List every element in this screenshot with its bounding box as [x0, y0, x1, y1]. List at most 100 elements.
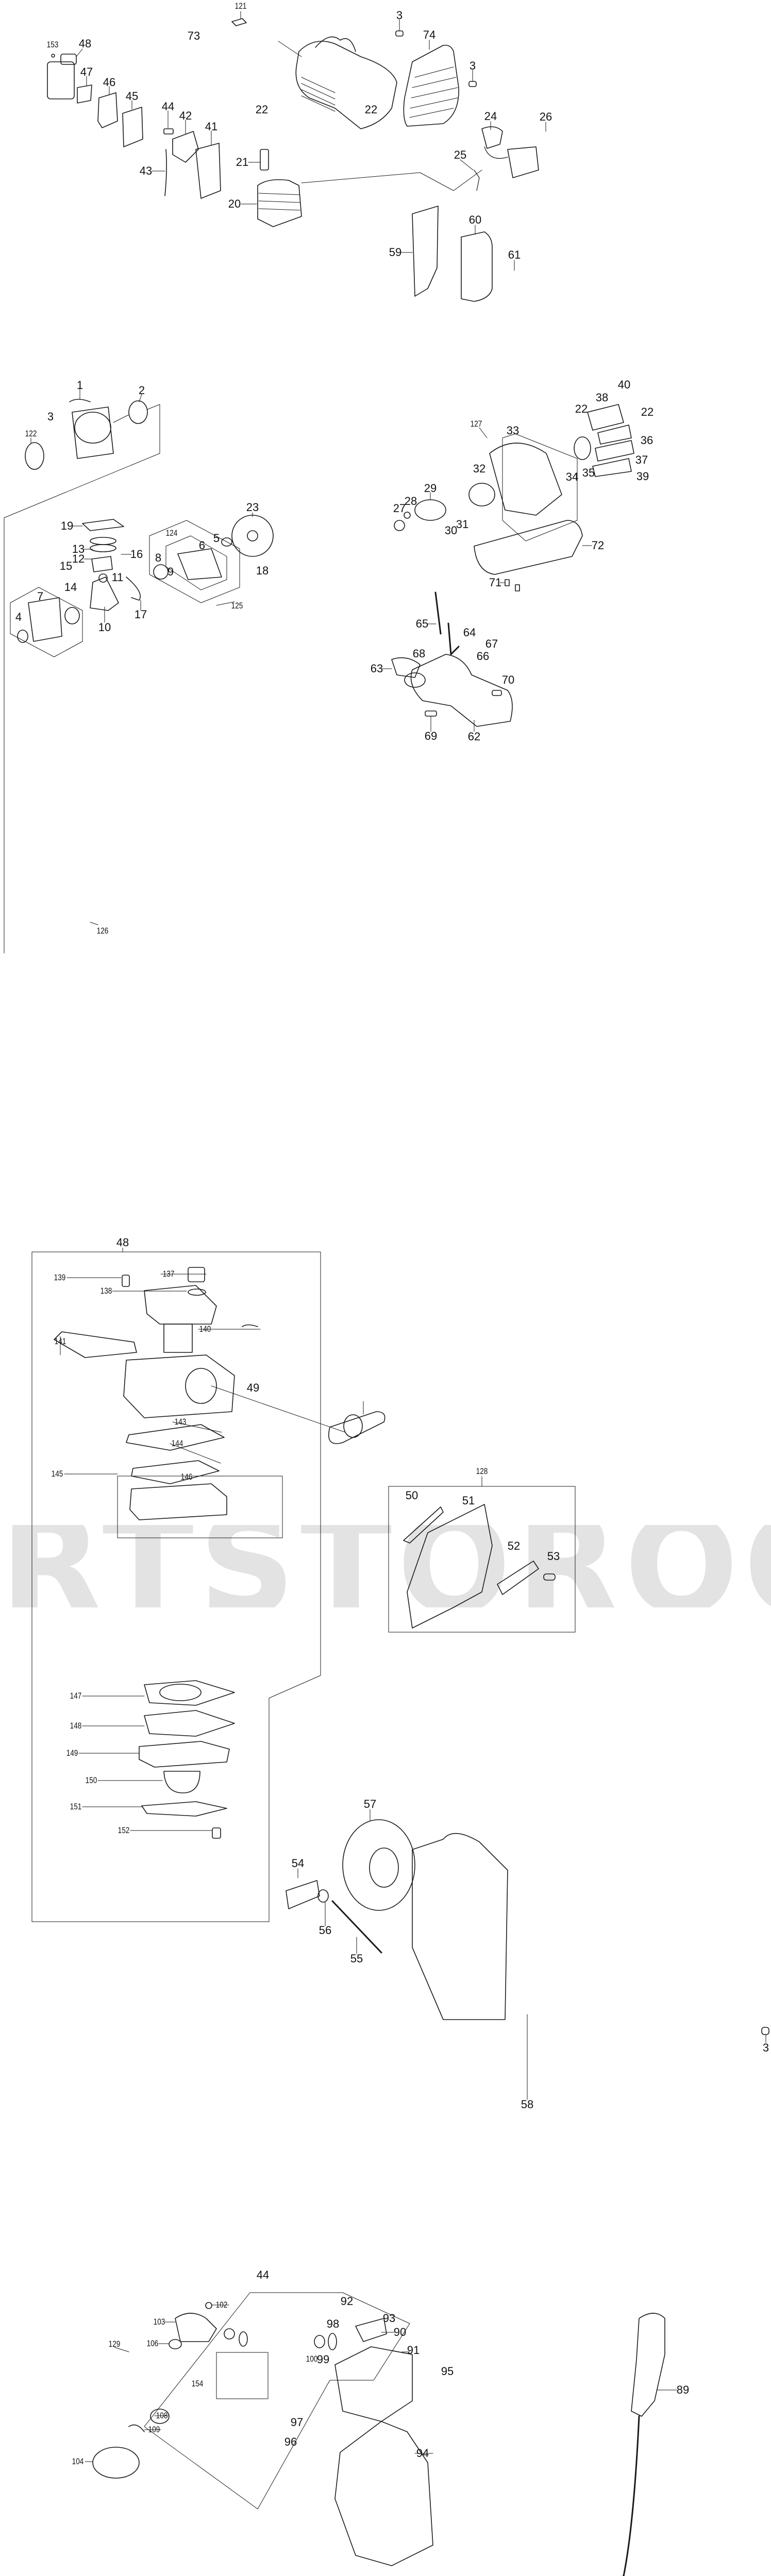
- skid-plate-72: [474, 520, 592, 575]
- part-callout-18: 18: [256, 564, 269, 577]
- part-callout-42: 42: [179, 109, 192, 122]
- gaskets-47-46-45-41: [77, 76, 221, 199]
- part-callout-124: 124: [165, 528, 178, 538]
- clamps-36-39: [574, 404, 634, 477]
- part-callout-143: 143: [174, 1417, 187, 1427]
- part-callout-69: 69: [424, 730, 438, 742]
- part-callout-65: 65: [415, 617, 429, 630]
- part-callout-121: 121: [234, 1, 247, 11]
- part-callout-37: 37: [635, 453, 648, 466]
- assembly-box-carburetor-48: [31, 1247, 321, 1922]
- pump-cover-145: [64, 1473, 283, 1538]
- part-callout-53: 53: [547, 1550, 560, 1563]
- part-callout-56: 56: [319, 1924, 332, 1937]
- carb-lower-parts-147-152: [78, 1680, 235, 1839]
- assembly-box-starter: [4, 404, 160, 954]
- part-callout-68: 68: [412, 647, 426, 660]
- part-callout-3: 3: [47, 410, 54, 423]
- part-callout-6: 6: [198, 539, 206, 552]
- fuel-lines-64-65: [427, 591, 460, 655]
- part-callout-48: 48: [78, 37, 92, 50]
- part-callout-70: 70: [501, 673, 515, 686]
- part-callout-128: 128: [476, 1466, 488, 1476]
- part-callout-55: 55: [350, 1952, 363, 1965]
- part-callout-62: 62: [467, 730, 481, 743]
- wire-43: [152, 149, 167, 196]
- part-callout-148: 148: [70, 1721, 82, 1731]
- part-callout-140: 140: [199, 1324, 211, 1334]
- carburetor-48: [47, 48, 83, 99]
- part-callout-22: 22: [255, 103, 269, 116]
- fuel-cap-63: [382, 657, 421, 678]
- part-callout-30: 30: [444, 524, 458, 537]
- gearhead-assembly-129: [114, 2292, 410, 2510]
- part-callout-141: 141: [54, 1336, 66, 1346]
- piston-group-19-16: [72, 519, 132, 572]
- part-callout-3: 3: [469, 59, 476, 72]
- part-callout-39: 39: [636, 470, 649, 483]
- part-callout-92: 92: [340, 2295, 354, 2308]
- part-callout-104: 104: [72, 2456, 84, 2466]
- part-callout-35: 35: [582, 466, 595, 479]
- part-callout-52: 52: [507, 1539, 521, 1552]
- part-callout-14: 14: [64, 581, 77, 594]
- part-callout-13: 13: [72, 543, 85, 555]
- part-callout-17: 17: [134, 608, 147, 621]
- part-callout-66: 66: [476, 650, 490, 663]
- part-callout-22: 22: [641, 405, 654, 418]
- oring-122: [25, 437, 44, 470]
- cylinder-cover-74: [403, 40, 459, 127]
- part-callout-45: 45: [125, 90, 139, 103]
- part-callout-126: 126: [96, 926, 109, 936]
- part-callout-29: 29: [424, 482, 437, 495]
- part-callout-154: 154: [191, 2379, 204, 2388]
- part-callout-3: 3: [396, 9, 403, 22]
- part-callout-24: 24: [484, 110, 497, 123]
- clutch-29-27-28: [394, 492, 446, 531]
- screws-71: [499, 579, 520, 591]
- ignition-coil-24-26-25: [301, 121, 546, 191]
- part-callout-91: 91: [407, 2344, 420, 2357]
- part-callout-33: 33: [506, 424, 519, 437]
- part-callout-25: 25: [454, 148, 467, 161]
- part-callout-31: 31: [456, 518, 469, 531]
- gearhead-lower-104-110: [85, 2447, 140, 2479]
- part-callout-11: 11: [111, 571, 124, 584]
- part-callout-61: 61: [508, 248, 521, 261]
- part-callout-97: 97: [290, 2416, 304, 2429]
- part-callout-144: 144: [171, 1438, 183, 1448]
- grommets-69-70: [425, 690, 502, 732]
- part-callout-16: 16: [130, 548, 143, 561]
- part-callout-23: 23: [246, 501, 259, 514]
- cylinder-20: [241, 179, 302, 227]
- part-callout-98: 98: [326, 2317, 340, 2330]
- part-callout-89: 89: [676, 2383, 690, 2396]
- part-callout-95: 95: [441, 2365, 454, 2378]
- carb-small-parts-137-140: [60, 1267, 261, 1355]
- part-callout-122: 122: [25, 429, 37, 438]
- part-callout-50: 50: [405, 1489, 418, 1502]
- part-callout-63: 63: [370, 662, 383, 675]
- top-cover-73: [278, 36, 397, 129]
- handle-89-88: [622, 2313, 677, 2576]
- part-callout-54: 54: [291, 1857, 305, 1870]
- insulator-49: [211, 1385, 386, 1444]
- part-callout-38: 38: [595, 391, 609, 404]
- part-callout-21: 21: [236, 156, 249, 168]
- part-callout-60: 60: [468, 213, 482, 226]
- gearhead-parts: [128, 2302, 337, 2432]
- part-callout-43: 43: [139, 164, 153, 177]
- fan-housing-127: [468, 427, 578, 541]
- part-callout-5: 5: [213, 532, 220, 545]
- air-filter-box-128: [388, 1476, 576, 1633]
- part-callout-2: 2: [138, 384, 145, 397]
- part-callout-41: 41: [205, 120, 218, 133]
- part-callout-8: 8: [155, 551, 162, 564]
- guard-91-94: [334, 2318, 433, 2566]
- part-callout-22: 22: [364, 103, 378, 116]
- part-callout-103: 103: [153, 2317, 165, 2327]
- flywheel-23: [231, 512, 274, 557]
- muffler-60: [461, 225, 515, 302]
